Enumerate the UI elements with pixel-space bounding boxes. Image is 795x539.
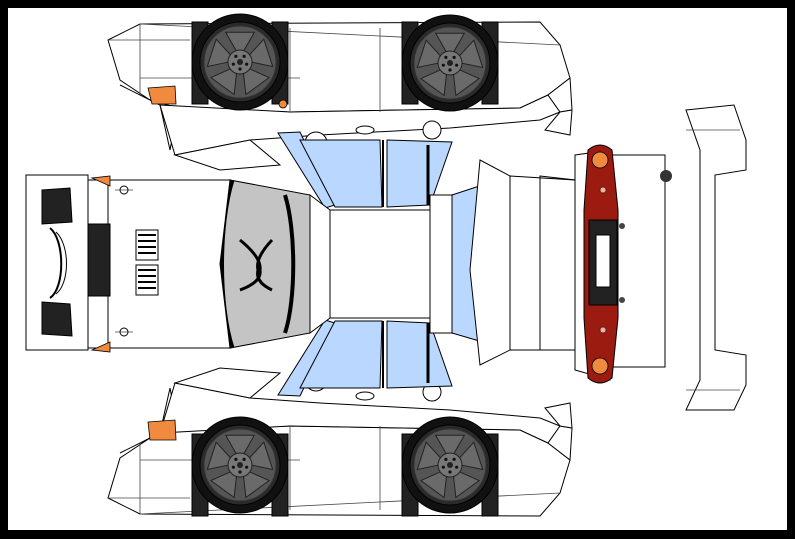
car-rear-bumper xyxy=(583,144,672,384)
wheel-icon xyxy=(401,416,499,514)
license-plate-icon xyxy=(588,219,618,306)
car-windows-bottom xyxy=(277,319,453,397)
car-windows-top xyxy=(277,131,453,209)
papercraft-template xyxy=(25,13,747,517)
papercraft-sheet xyxy=(8,8,787,530)
grille-icon xyxy=(135,229,159,296)
car-front-bumper xyxy=(25,174,111,351)
wheel-icon xyxy=(191,416,289,514)
wheel-icon xyxy=(401,14,499,112)
car-rear-cap xyxy=(685,104,747,411)
wheels xyxy=(191,13,499,514)
car-side-bottom xyxy=(107,367,573,517)
door-handle-icon xyxy=(355,125,375,135)
wheel-icon xyxy=(191,13,289,111)
car-windshield xyxy=(219,179,311,349)
